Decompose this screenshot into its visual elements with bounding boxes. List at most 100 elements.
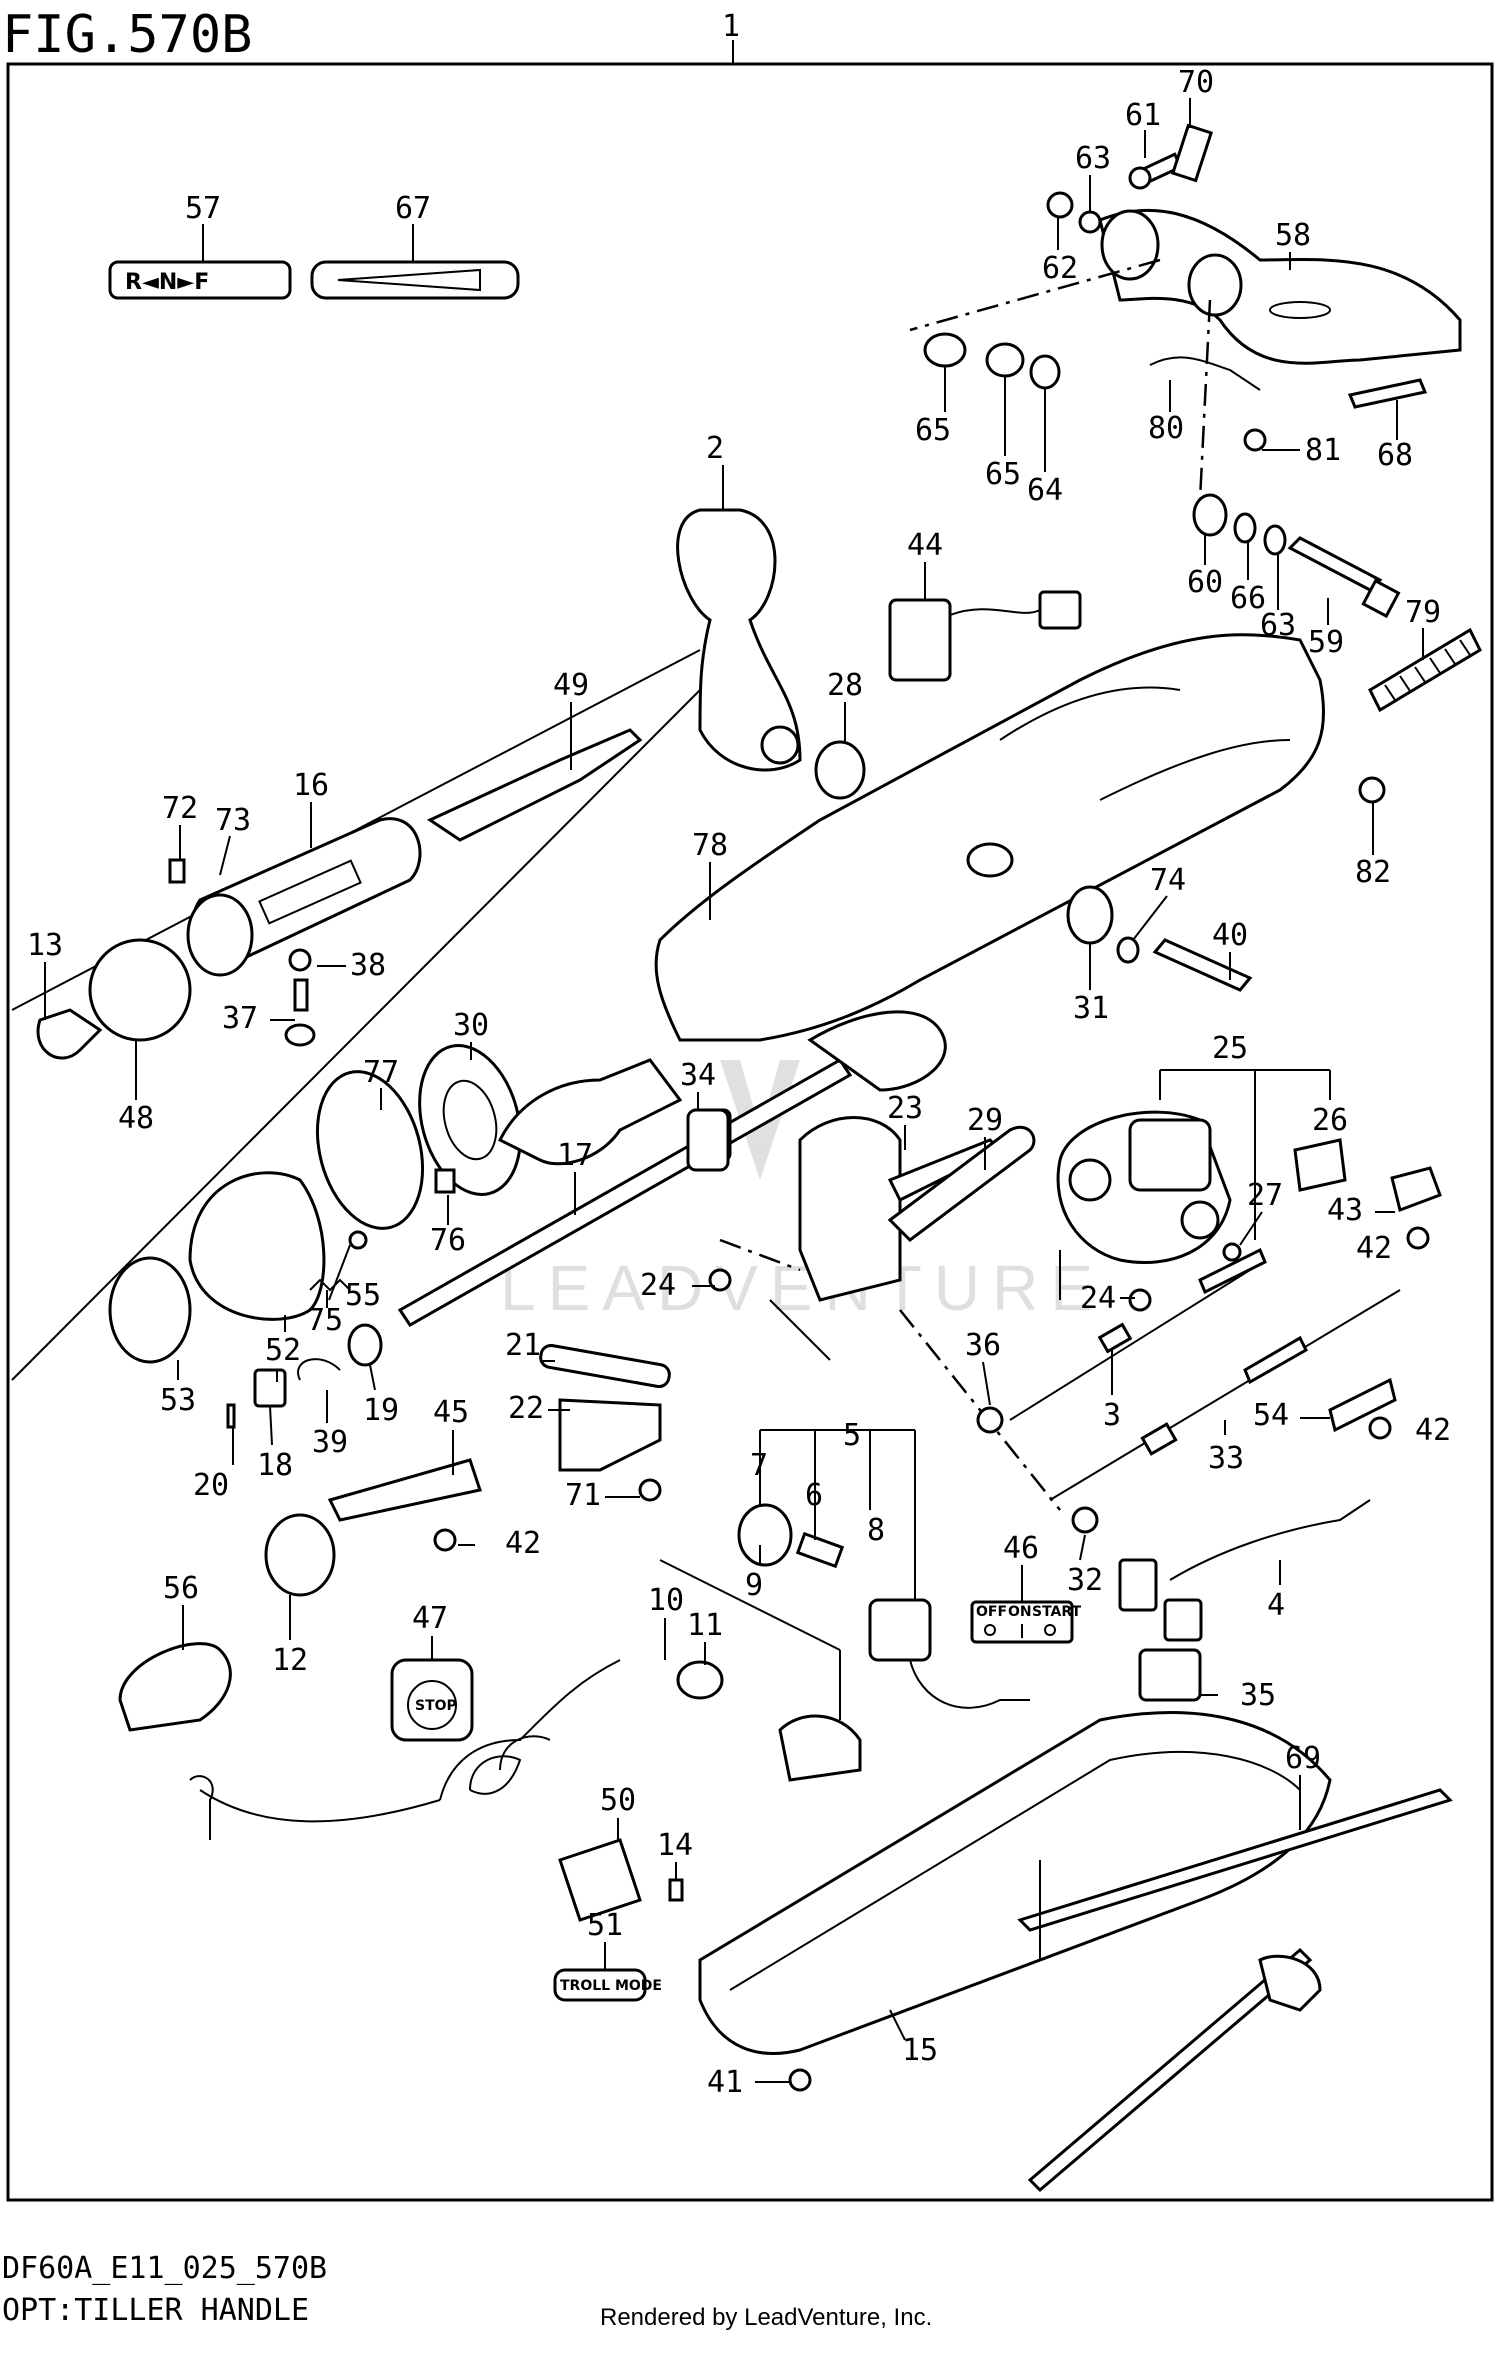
callout-72[interactable]: 72 xyxy=(162,791,198,826)
callout-24b[interactable]: 24 xyxy=(1080,1281,1116,1316)
callout-10[interactable]: 10 xyxy=(648,1583,684,1618)
callout-27[interactable]: 27 xyxy=(1247,1178,1283,1213)
clamp-34 xyxy=(686,1108,730,1172)
callout-42b[interactable]: 42 xyxy=(1415,1413,1451,1448)
callout-13[interactable]: 13 xyxy=(27,928,63,963)
callout-63b[interactable]: 63 xyxy=(1260,608,1296,643)
callout-24a[interactable]: 24 xyxy=(640,1268,676,1303)
callout-61[interactable]: 61 xyxy=(1125,98,1161,133)
callout-47[interactable]: 47 xyxy=(412,1601,448,1636)
callout-15[interactable]: 15 xyxy=(902,2033,938,2068)
clip-70 xyxy=(1170,123,1214,183)
callout-63a[interactable]: 63 xyxy=(1075,141,1111,176)
callout-71[interactable]: 71 xyxy=(565,1478,601,1513)
callout-76[interactable]: 76 xyxy=(430,1223,466,1258)
stop-decal-47: STOP xyxy=(390,1658,474,1742)
washer-74 xyxy=(1116,936,1140,964)
callout-69[interactable]: 69 xyxy=(1285,1741,1321,1776)
callout-25[interactable]: 25 xyxy=(1212,1031,1248,1066)
callout-34[interactable]: 34 xyxy=(680,1058,716,1093)
callout-49[interactable]: 49 xyxy=(553,668,589,703)
callout-8[interactable]: 8 xyxy=(867,1513,885,1548)
callout-38[interactable]: 38 xyxy=(350,948,386,983)
washer-66 xyxy=(1233,512,1257,544)
callout-75[interactable]: 75 xyxy=(307,1303,343,1338)
callout-5[interactable]: 5 xyxy=(843,1418,861,1453)
callout-12[interactable]: 12 xyxy=(272,1643,308,1678)
callout-55[interactable]: 55 xyxy=(345,1278,381,1313)
callout-14[interactable]: 14 xyxy=(657,1828,693,1863)
callout-42c[interactable]: 42 xyxy=(505,1526,541,1561)
callout-18[interactable]: 18 xyxy=(257,1448,293,1483)
callout-79[interactable]: 79 xyxy=(1405,595,1441,630)
callout-54[interactable]: 54 xyxy=(1253,1398,1289,1433)
stop-switch-9 xyxy=(778,1714,862,1782)
callout-1[interactable]: 1 xyxy=(722,9,740,44)
svg-text:ON: ON xyxy=(1008,1604,1032,1620)
callout-3[interactable]: 3 xyxy=(1103,1398,1121,1433)
bolt-68 xyxy=(1347,378,1428,409)
callout-62[interactable]: 62 xyxy=(1042,251,1078,286)
callout-70[interactable]: 70 xyxy=(1178,65,1214,100)
callout-19[interactable]: 19 xyxy=(363,1393,399,1428)
callout-51[interactable]: 51 xyxy=(587,1908,623,1943)
cover-52 xyxy=(188,1171,326,1321)
callout-35[interactable]: 35 xyxy=(1240,1678,1276,1713)
callout-2[interactable]: 2 xyxy=(706,431,724,466)
callout-40[interactable]: 40 xyxy=(1212,918,1248,953)
callout-44[interactable]: 44 xyxy=(907,528,943,563)
callout-32[interactable]: 32 xyxy=(1067,1563,1103,1598)
callout-74[interactable]: 74 xyxy=(1150,863,1186,898)
nut-38 xyxy=(288,948,312,972)
callout-30[interactable]: 30 xyxy=(453,1008,489,1043)
callout-73[interactable]: 73 xyxy=(215,803,251,838)
callout-68[interactable]: 68 xyxy=(1377,438,1413,473)
callout-39[interactable]: 39 xyxy=(312,1425,348,1460)
callout-67[interactable]: 67 xyxy=(395,191,431,226)
callout-11[interactable]: 11 xyxy=(687,1608,723,1643)
callout-45[interactable]: 45 xyxy=(433,1395,469,1430)
callout-46[interactable]: 46 xyxy=(1003,1531,1039,1566)
callout-28[interactable]: 28 xyxy=(827,668,863,703)
callout-56[interactable]: 56 xyxy=(163,1571,199,1606)
callout-4[interactable]: 4 xyxy=(1267,1588,1285,1623)
callout-labels: 2 3 4 5 6 7 8 9 10 11 12 13 14 15 16 17 … xyxy=(27,65,1451,2100)
callout-26[interactable]: 26 xyxy=(1312,1103,1348,1138)
callout-31[interactable]: 31 xyxy=(1073,991,1109,1026)
callout-33[interactable]: 33 xyxy=(1208,1441,1244,1476)
callout-65a[interactable]: 65 xyxy=(915,413,951,448)
screw-37 xyxy=(293,978,309,1012)
callout-78[interactable]: 78 xyxy=(692,828,728,863)
plate-77 xyxy=(315,1070,425,1230)
callout-53[interactable]: 53 xyxy=(160,1383,196,1418)
callout-77[interactable]: 77 xyxy=(363,1055,399,1090)
callout-41[interactable]: 41 xyxy=(707,2065,743,2100)
callout-43[interactable]: 43 xyxy=(1327,1193,1363,1228)
callout-20[interactable]: 20 xyxy=(193,1468,229,1503)
callout-58[interactable]: 58 xyxy=(1275,218,1311,253)
callout-65b[interactable]: 65 xyxy=(985,457,1021,492)
callout-29[interactable]: 29 xyxy=(967,1103,1003,1138)
callout-16[interactable]: 16 xyxy=(293,768,329,803)
callout-57[interactable]: 57 xyxy=(185,191,221,226)
callout-9[interactable]: 9 xyxy=(745,1568,763,1603)
callout-17[interactable]: 17 xyxy=(557,1138,593,1173)
callout-81[interactable]: 81 xyxy=(1305,433,1341,468)
callout-36[interactable]: 36 xyxy=(965,1328,1001,1363)
clip-32 xyxy=(1071,1506,1099,1534)
bracket-49 xyxy=(426,728,643,842)
callout-22[interactable]: 22 xyxy=(508,1391,544,1426)
callout-59[interactable]: 59 xyxy=(1308,625,1344,660)
callout-66[interactable]: 66 xyxy=(1230,581,1266,616)
callout-60[interactable]: 60 xyxy=(1187,565,1223,600)
callout-82[interactable]: 82 xyxy=(1355,855,1391,890)
callout-37[interactable]: 37 xyxy=(222,1001,258,1036)
callout-64[interactable]: 64 xyxy=(1027,473,1063,508)
callout-52[interactable]: 52 xyxy=(265,1333,301,1368)
callout-21[interactable]: 21 xyxy=(505,1328,541,1363)
callout-48[interactable]: 48 xyxy=(118,1101,154,1136)
callout-80[interactable]: 80 xyxy=(1148,411,1184,446)
callout-50[interactable]: 50 xyxy=(600,1783,636,1818)
callout-23[interactable]: 23 xyxy=(887,1091,923,1126)
callout-42a[interactable]: 42 xyxy=(1356,1231,1392,1266)
